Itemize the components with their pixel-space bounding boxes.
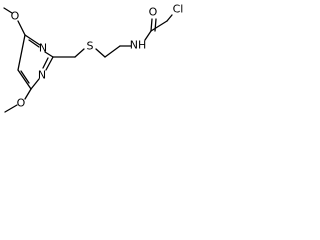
bond-s-ch2 (95, 48, 106, 58)
bond-c2-n1-double (42, 57, 49, 69)
bond-c6-c5-double (20, 70, 30, 84)
bond-co-ch2cl (150, 20, 168, 32)
bond-c6-c5 (17, 69, 32, 90)
bond-c2-n1 (45, 56, 54, 71)
atom-o-top: O (11, 10, 20, 23)
bond-ch2-ch2 (104, 45, 121, 58)
bond-n3-c2 (44, 51, 54, 58)
bond-o-bottom-methyl (4, 104, 18, 113)
bond-ch2-s (74, 48, 85, 58)
bonds (3, 7, 173, 113)
bond-c-o-carbonyl-1 (150, 18, 153, 32)
atom-n-ring-bottom: N (38, 69, 46, 82)
chemical-structure-diagram: O N S NH O Cl N O (3, 3, 184, 113)
atom-o-bottom: O (17, 97, 26, 110)
bond-nh-co (144, 30, 152, 41)
bond-ch2-cl (166, 14, 173, 22)
atom-labels: O N S NH O Cl N O (11, 3, 184, 110)
atom-cl: Cl (173, 3, 184, 16)
atom-n-ring-top: N (39, 42, 47, 55)
bond-c4-n3 (24, 34, 41, 46)
bond-n1-c6 (30, 78, 40, 90)
atom-o-carbonyl: O (149, 6, 158, 19)
bond-c-o-carbonyl-2 (154, 18, 157, 32)
bond-c5-c4 (17, 34, 26, 71)
atom-s: S (87, 40, 94, 53)
bond-c4-n3-double (28, 39, 40, 48)
bond-c6-o-bottom (24, 88, 32, 100)
bond-o-top-c4 (17, 20, 26, 36)
bond-methyl-o-top (3, 7, 13, 14)
atom-nh: NH (130, 39, 147, 52)
